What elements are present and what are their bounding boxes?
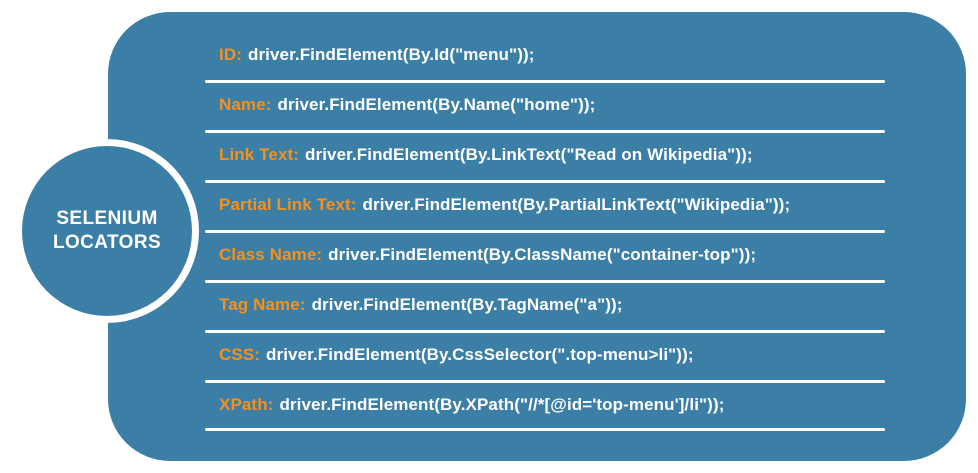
locator-code: driver.FindElement(By.XPath("//*[@id='to… [279, 395, 725, 414]
locator-row-class-name: Class Name: driver.FindElement(By.ClassN… [205, 245, 756, 265]
list-item: Tag Name: driver.FindElement(By.TagName(… [205, 280, 885, 330]
locator-label: Partial Link Text: [219, 195, 357, 214]
locator-list: ID: driver.FindElement(By.Id("menu")); N… [205, 30, 885, 431]
locator-label: Link Text: [219, 145, 300, 164]
locator-row-partial-link-text: Partial Link Text: driver.FindElement(By… [205, 195, 790, 215]
list-item: Partial Link Text: driver.FindElement(By… [205, 180, 885, 230]
locator-row-id: ID: driver.FindElement(By.Id("menu")); [205, 45, 534, 65]
badge-title: SELENIUM LOCATORS [53, 207, 161, 256]
list-item: Link Text: driver.FindElement(By.LinkTex… [205, 130, 885, 180]
locator-code: driver.FindElement(By.TagName("a")); [311, 295, 623, 314]
locator-row-name: Name: driver.FindElement(By.Name("home")… [205, 95, 595, 115]
list-item: Class Name: driver.FindElement(By.ClassN… [205, 230, 885, 280]
locator-label: XPath: [219, 395, 274, 414]
locator-code: driver.FindElement(By.CssSelector(".top-… [266, 345, 694, 364]
locator-label: Tag Name: [219, 295, 306, 314]
locator-label: ID: [219, 45, 242, 64]
list-item: ID: driver.FindElement(By.Id("menu")); [205, 30, 885, 80]
list-item: XPath: driver.FindElement(By.XPath("//*[… [205, 380, 885, 431]
locator-row-css: CSS: driver.FindElement(By.CssSelector("… [205, 345, 694, 365]
locator-row-link-text: Link Text: driver.FindElement(By.LinkTex… [205, 145, 753, 165]
list-item: CSS: driver.FindElement(By.CssSelector("… [205, 330, 885, 380]
locator-code: driver.FindElement(By.ClassName("contain… [328, 245, 757, 264]
locator-code: driver.FindElement(By.LinkText("Read on … [305, 145, 753, 164]
locator-code: driver.FindElement(By.Name("home")); [277, 95, 596, 114]
locator-code: driver.FindElement(By.Id("menu")); [247, 45, 535, 64]
locator-code: driver.FindElement(By.PartialLinkText("W… [362, 195, 791, 214]
locator-label: Name: [219, 95, 272, 114]
list-item: Name: driver.FindElement(By.Name("home")… [205, 80, 885, 130]
locator-label: Class Name: [219, 245, 323, 264]
badge-title-line2: LOCATORS [52, 232, 162, 253]
locator-label: CSS: [219, 345, 261, 364]
selenium-locators-badge: SELENIUM LOCATORS [22, 146, 192, 316]
badge-title-line1: SELENIUM [56, 207, 158, 229]
locators-panel [108, 12, 966, 461]
locator-row-xpath: XPath: driver.FindElement(By.XPath("//*[… [205, 395, 724, 415]
locator-row-tag-name: Tag Name: driver.FindElement(By.TagName(… [205, 295, 623, 315]
